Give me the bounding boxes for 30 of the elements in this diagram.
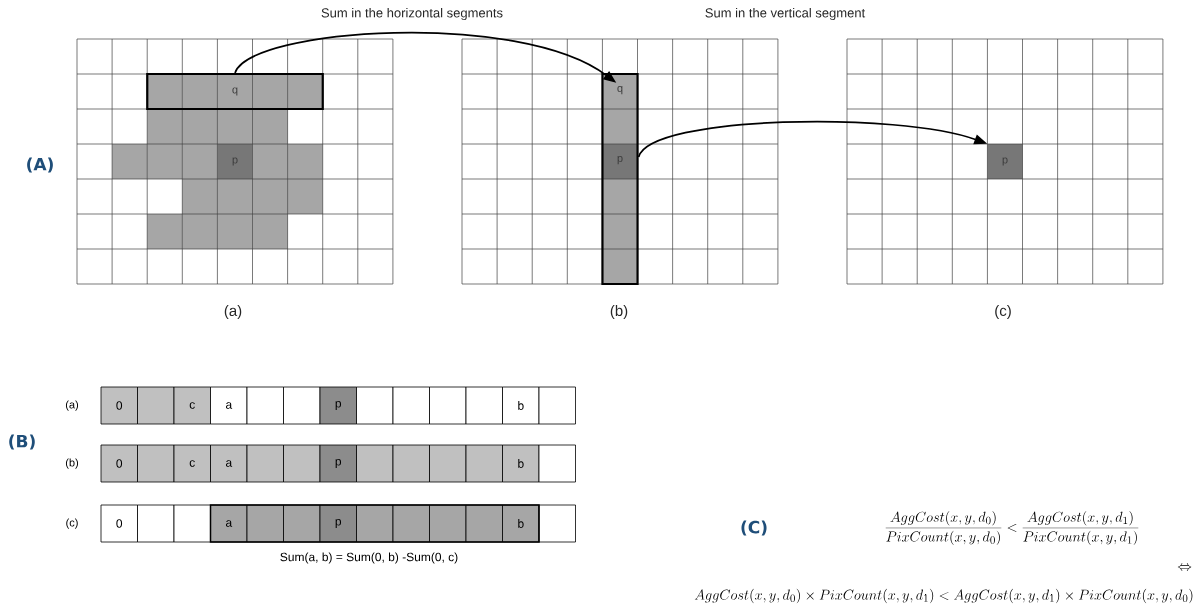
equation-text: Sum(a, b) = Sum(0, b) -Sum(0, c) — [280, 552, 458, 564]
cell-letter: a — [225, 460, 233, 467]
cell-letter: 0 — [116, 401, 123, 410]
cell-letter: c — [189, 402, 195, 409]
caption: (b) — [610, 305, 628, 319]
cell-letter: a — [225, 402, 233, 409]
cell-letter: c — [189, 460, 195, 467]
formula: $\Leftrightarrow$ — [1177, 563, 1192, 571]
panel-label: (B) — [9, 434, 35, 450]
cell-letter: p — [335, 459, 342, 468]
caption: (a) — [224, 305, 242, 319]
cell-letter: 0 — [116, 519, 123, 528]
row-label: (b) — [65, 458, 79, 469]
cell-letter: 0 — [116, 459, 123, 468]
heading: Sum in the horizontal segments — [321, 7, 503, 21]
cell-letter: p — [335, 519, 342, 528]
formula: $\frac{AggCost(x,y,d_0)}{PixCount(x,y,d_0)}<\frac{AggCost(x,y,d_1)}{PixCount(x,y,d_1)}$ — [885, 511, 1139, 545]
panel-label: (A) — [27, 157, 53, 173]
caption: (c) — [995, 305, 1011, 319]
row-label: (c) — [66, 518, 78, 529]
heading: Sum in the vertical segment — [705, 7, 866, 21]
cell-letter: b — [518, 459, 524, 468]
cell-letter: p — [335, 401, 342, 410]
row-label: (a) — [65, 400, 79, 411]
cell-letter: b — [518, 519, 524, 528]
cell-letter: a — [225, 520, 233, 527]
cell-letter: b — [518, 401, 524, 410]
formula: $AggCost(x,y,d_0)\times PixCount(x,y,d_1)<AggCost(x,y,d_1)\times PixCount(x,y,d_0)$ — [694, 588, 1193, 604]
segment-box: q — [146, 72, 324, 111]
panel-label: (C) — [741, 520, 767, 536]
